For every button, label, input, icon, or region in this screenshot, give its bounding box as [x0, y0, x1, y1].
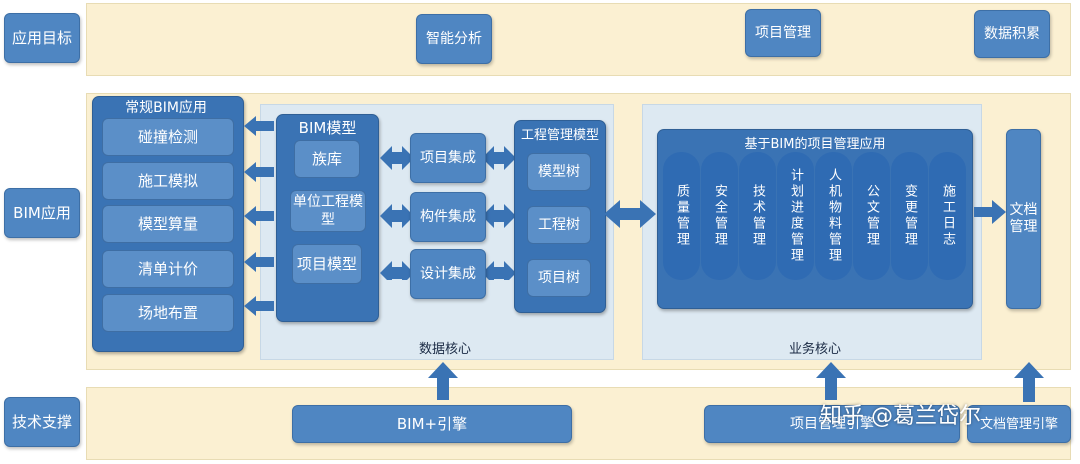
double-arrow-icon [482, 204, 516, 228]
eng-mgmt-model-tree[interactable]: 模型树 [527, 153, 591, 191]
eng-mgmt-project-eng-tree[interactable]: 工程树 [527, 206, 591, 244]
pm-app-resources[interactable]: 人机物料管理 [815, 152, 852, 280]
pm-app-schedule[interactable]: 计划进度管理 [777, 152, 814, 280]
tech-bim-engine[interactable]: BIM+引擎 [292, 405, 572, 443]
arrow-left-icon [244, 162, 274, 182]
up-arrow-pm [816, 362, 846, 400]
goal-project-management[interactable]: 项目管理 [745, 9, 821, 57]
row-label-bim: BIM应用 [4, 188, 80, 238]
arrow-right-icon [974, 200, 1006, 224]
arrow-left-icon [244, 252, 274, 272]
pm-app-safety[interactable]: 安全管理 [701, 152, 738, 280]
eng-mgmt-project-tree[interactable]: 项目树 [527, 259, 591, 297]
arrow-up-icon [1014, 362, 1044, 402]
pm-app-quality[interactable]: 质量管理 [663, 152, 700, 280]
integration-component[interactable]: 构件集成 [410, 192, 486, 242]
pm-app-construction-log[interactable]: 施工日志 [929, 152, 966, 280]
arrow-left-icon [244, 296, 274, 316]
double-arrow-icon [482, 261, 516, 280]
double-arrow-icon [604, 200, 656, 228]
bim-model-family-library[interactable]: 族库 [294, 140, 360, 178]
double-arrows-right [482, 146, 516, 280]
pm-app-documents[interactable]: 公文管理 [853, 152, 890, 280]
regular-bim-item-collision[interactable]: 碰撞检测 [102, 118, 234, 156]
bim-model-unit-project-model[interactable]: 单位工程模型 [290, 190, 366, 232]
watermark: 知乎 @葛兰岱尔 [820, 404, 981, 429]
bim-model-title: BIM模型 [298, 119, 357, 137]
pm-app-technical[interactable]: 技术管理 [739, 152, 776, 280]
tech-pm-engine[interactable]: 项目管理引擎 [704, 405, 960, 443]
arrow-left-icon [244, 116, 274, 136]
arrow-to-doc [974, 200, 1006, 224]
arrow-up-icon [428, 362, 458, 400]
data-core-label: 数据核心 [418, 342, 471, 357]
up-arrow-bim [428, 362, 458, 400]
regular-bim-item-construction-sim[interactable]: 施工模拟 [102, 162, 234, 200]
bim-model-project-model[interactable]: 项目模型 [292, 244, 362, 284]
regular-bim-title: 常规BIM应用 [125, 100, 207, 116]
doc-management[interactable]: 文档管理 [1006, 129, 1041, 309]
double-arrow-icon [380, 146, 414, 170]
up-arrow-doc [1014, 362, 1044, 402]
tech-doc-engine[interactable]: 文档管理引擎 [967, 405, 1071, 443]
integration-project[interactable]: 项目集成 [410, 133, 486, 183]
regular-bim-item-pricing[interactable]: 清单计价 [102, 250, 234, 288]
eng-mgmt-model-title: 工程管理模型 [520, 128, 599, 143]
double-arrow-icon [380, 261, 414, 280]
double-arrow-icon [482, 146, 516, 170]
arrow-left-icon [244, 206, 274, 226]
business-core-label: 业务核心 [788, 342, 841, 357]
goal-data-accumulation[interactable]: 数据积累 [974, 10, 1050, 58]
left-arrows [244, 116, 274, 316]
integration-design[interactable]: 设计集成 [410, 249, 486, 299]
regular-bim-item-site-layout[interactable]: 场地布置 [102, 294, 234, 332]
arrow-up-icon [816, 362, 846, 400]
row-label-tech: 技术支撑 [4, 397, 80, 447]
goals-band [86, 3, 1071, 76]
goal-smart-analysis[interactable]: 智能分析 [416, 14, 492, 64]
double-arrows-left [380, 146, 414, 280]
regular-bim-item-quantity[interactable]: 模型算量 [102, 205, 234, 243]
core-link-arrow [604, 200, 656, 228]
double-arrow-icon [380, 204, 414, 228]
row-label-goals: 应用目标 [4, 13, 80, 63]
pm-app-changes[interactable]: 变更管理 [891, 152, 928, 280]
pm-apps-title: 基于BIM的项目管理应用 [744, 137, 886, 152]
